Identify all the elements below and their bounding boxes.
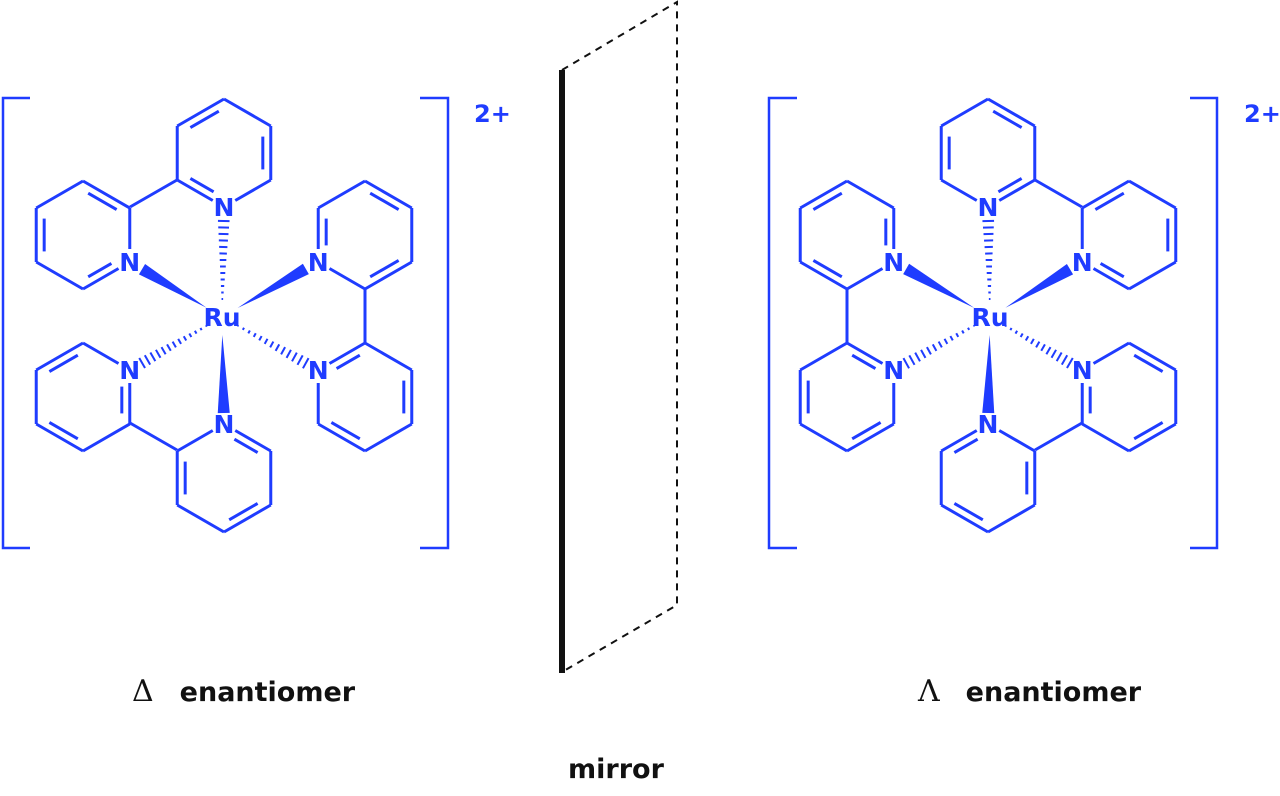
- nitrogen-atom-label: N: [883, 356, 904, 385]
- pyridine-ring: [34, 341, 132, 453]
- nitrogen-atom-label: N: [883, 248, 904, 277]
- hashed-bond: [902, 324, 976, 369]
- right-ru-bipyridine-complex: [798, 97, 1178, 534]
- charge-label: 2+: [474, 100, 511, 128]
- pyridine-ring: [316, 179, 414, 291]
- nitrogen-atom-label: N: [1072, 248, 1093, 277]
- wedge-bond: [217, 334, 230, 414]
- left-open-bracket: [1, 96, 30, 550]
- pyridine-ring: [939, 429, 1037, 534]
- pyridine-ring: [798, 179, 896, 291]
- nitrogen-atom-label: N: [214, 410, 235, 439]
- nitrogen-atom-label: N: [1072, 356, 1093, 385]
- pyridine-ring: [1080, 341, 1178, 453]
- right-close-bracket: [1190, 96, 1219, 550]
- nitrogen-atom-label: N: [978, 193, 999, 222]
- nitrogen-atom-label: N: [308, 356, 329, 385]
- ruthenium-atom-label: Ru: [203, 303, 240, 332]
- nitrogen-atom-label: N: [214, 193, 235, 222]
- interring-bond: [1034, 178, 1083, 209]
- interring-bond: [129, 421, 178, 452]
- interring-bond: [129, 178, 178, 209]
- ruthenium-atom-label: Ru: [971, 303, 1008, 332]
- hashed-bond: [1004, 324, 1074, 369]
- right-open-bracket: [767, 96, 797, 550]
- interring-bond: [1034, 421, 1083, 452]
- hashed-bond: [138, 324, 208, 369]
- delta-symbol: Δ: [132, 674, 154, 709]
- pyridine-ring: [175, 97, 273, 202]
- nitrogen-atom-label: N: [978, 410, 999, 439]
- pyridine-ring: [175, 429, 273, 534]
- pyridine-ring: [316, 341, 414, 453]
- wedge-bond: [982, 334, 995, 414]
- wedge-bond: [903, 263, 975, 309]
- pyridine-ring: [939, 97, 1037, 202]
- enantiomer-text: enantiomer: [965, 677, 1142, 708]
- pyridine-ring: [798, 341, 896, 453]
- nitrogen-atom-label: N: [119, 356, 140, 385]
- lambda-symbol: Λ: [918, 674, 940, 709]
- left-ru-bipyridine-complex: [34, 97, 414, 534]
- charge-label: 2+: [1244, 100, 1280, 128]
- pyridine-ring: [34, 179, 132, 291]
- wedge-bond: [237, 263, 309, 309]
- hashed-bond: [982, 219, 995, 301]
- nitrogen-atom-label: N: [119, 248, 140, 277]
- left-close-bracket: [420, 96, 450, 550]
- enantiomer-text: enantiomer: [179, 677, 356, 708]
- mirror-plane: [559, 0, 678, 673]
- hashed-bond: [236, 324, 310, 369]
- pyridine-ring: [1080, 179, 1178, 291]
- mirror-label: mirror: [568, 754, 664, 785]
- hashed-bond: [217, 219, 230, 301]
- nitrogen-atom-label: N: [308, 248, 329, 277]
- wedge-bond: [1005, 264, 1074, 308]
- wedge-bond: [138, 264, 207, 308]
